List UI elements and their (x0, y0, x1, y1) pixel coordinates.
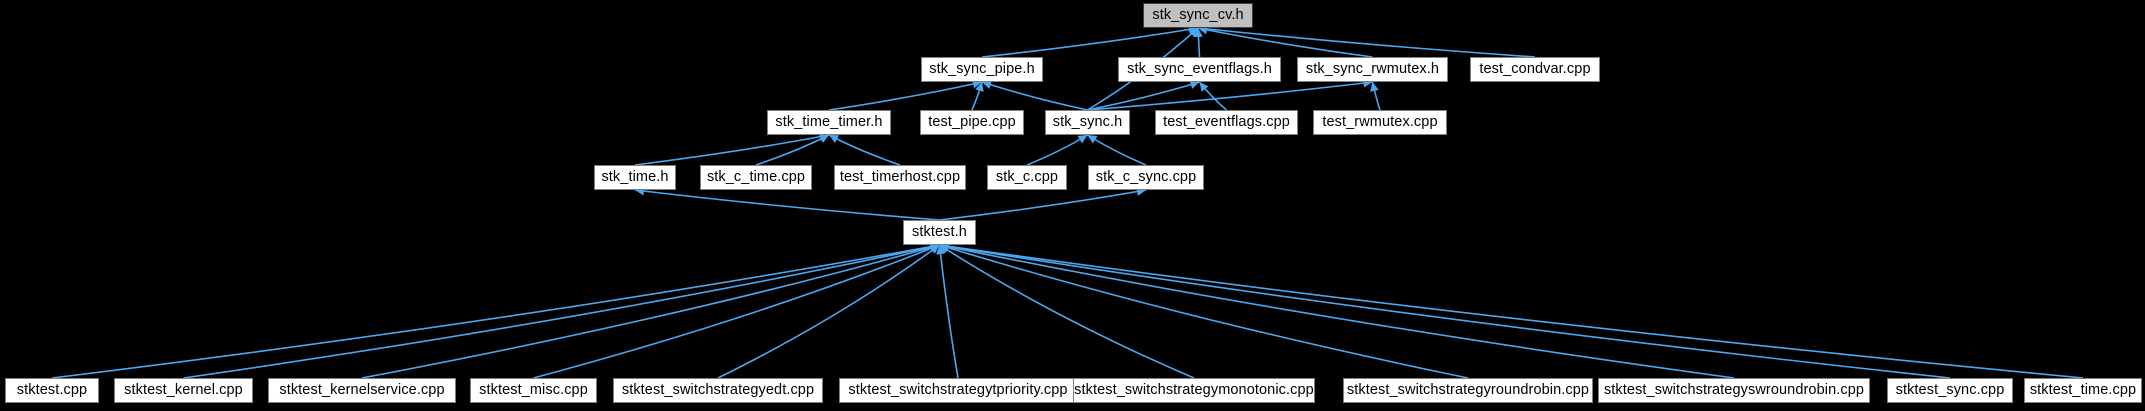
graph-node-label: stk_sync_eventflags.h (1127, 61, 1272, 78)
graph-edge (981, 27, 1199, 58)
graph-edge (755, 134, 830, 166)
graph-edge (828, 134, 901, 166)
graph-node-label: stk_sync.h (1052, 114, 1123, 131)
graph-node-test_condvar[interactable]: test_condvar.cpp (1470, 57, 1600, 82)
graph-edge (939, 244, 1195, 379)
graph-node-label: stktest_switchstrategyroundrobin.cpp (1346, 382, 1590, 399)
graph-edge-arrowhead (829, 135, 840, 144)
graph-node-stktest_h[interactable]: stktest.h (903, 220, 976, 245)
graph-node-stk_sync_rwmutex[interactable]: stk_sync_rwmutex.h (1297, 57, 1448, 82)
graph-node-label: stk_c_sync.cpp (1095, 169, 1197, 186)
graph-edge-arrowhead (1193, 28, 1203, 38)
graph-node-label: stktest_switchstrategymonotonic.cpp (1074, 382, 1314, 399)
graph-node-stk_sync_cv[interactable]: stk_sync_cv.h (1143, 3, 1253, 28)
graph-edge (634, 134, 830, 166)
graph-edge (1087, 81, 1200, 111)
graph-node-label: stk_sync_rwmutex.h (1305, 61, 1440, 78)
graph-edge (533, 244, 940, 379)
graph-edge (938, 244, 959, 379)
graph-node-label: stktest_misc.cpp (479, 382, 588, 399)
graph-node-label: test_rwmutex.cpp (1322, 114, 1438, 131)
graph-node-label: stktest_kernelservice.cpp (279, 382, 445, 399)
graph-node-label: stktest_switchstrategytpriority.cpp (848, 382, 1068, 399)
graph-edge-arrowhead (1077, 135, 1088, 144)
graph-edge (981, 81, 1088, 111)
graph-edge (51, 244, 940, 379)
graph-node-label: stk_sync_pipe.h (929, 61, 1035, 78)
graph-node-stktest_switchstrategyswroundrobin[interactable]: stktest_switchstrategyswroundrobin.cpp (1598, 378, 1870, 403)
graph-node-stk_sync[interactable]: stk_sync.h (1045, 110, 1130, 135)
graph-node-test_timerhost[interactable]: test_timerhost.cpp (834, 165, 966, 190)
graph-edge (1026, 134, 1088, 166)
graph-edge-arrowhead (818, 135, 829, 143)
graph-node-stk_c_time[interactable]: stk_c_time.cpp (700, 165, 812, 190)
graph-node-label: stk_sync_cv.h (1152, 7, 1244, 24)
graph-node-stktest_switchstrategytpriority[interactable]: stktest_switchstrategytpriority.cpp (839, 378, 1077, 403)
graph-node-stktest_sync[interactable]: stktest_sync.cpp (1887, 378, 2013, 403)
graph-node-label: test_condvar.cpp (1479, 61, 1591, 78)
graph-edge (1087, 81, 1373, 111)
graph-edge-arrowhead (1087, 135, 1098, 144)
graph-edge (939, 244, 2084, 379)
graph-edge (828, 81, 983, 111)
graph-node-stk_time[interactable]: stk_time.h (594, 165, 676, 190)
graph-edge (1197, 27, 1373, 58)
graph-edge (939, 244, 1951, 379)
graph-node-stk_sync_eventflags[interactable]: stk_sync_eventflags.h (1118, 57, 1281, 82)
graph-node-stktest_switchstrategymonotonic[interactable]: stktest_switchstrategymonotonic.cpp (1073, 378, 1315, 403)
graph-node-test_eventflags[interactable]: test_eventflags.cpp (1155, 110, 1298, 135)
graph-node-label: stktest.cpp (16, 382, 88, 399)
graph-node-label: stk_c_time.cpp (706, 169, 806, 186)
graph-edge (1087, 134, 1147, 166)
graph-node-test_pipe[interactable]: test_pipe.cpp (920, 110, 1024, 135)
graph-node-stktest_switchstrategyroundrobin[interactable]: stktest_switchstrategyroundrobin.cpp (1343, 378, 1593, 403)
graph-node-stktest_time[interactable]: stktest_time.cpp (2024, 378, 2142, 403)
graph-node-label: stktest_sync.cpp (1895, 382, 2005, 399)
graph-edge (939, 244, 1469, 379)
graph-node-label: stk_time_timer.h (775, 114, 883, 131)
graph-node-stk_sync_pipe[interactable]: stk_sync_pipe.h (921, 57, 1043, 82)
graph-node-label: test_eventflags.cpp (1163, 114, 1290, 131)
graph-edge (939, 244, 1735, 379)
graph-node-label: stktest_switchstrategyswroundrobin.cpp (1603, 382, 1865, 399)
graph-edge-arrowhead (939, 245, 950, 254)
graph-edge (634, 189, 940, 221)
graph-edge-arrowhead (936, 245, 945, 255)
graph-edge (1371, 81, 1381, 111)
graph-edge-arrowhead (1188, 28, 1198, 38)
graph-node-label: stk_c.cpp (995, 169, 1059, 186)
graph-node-stktest_kernelservice[interactable]: stktest_kernelservice.cpp (268, 378, 456, 403)
graph-edge (939, 189, 1147, 221)
graph-edge (717, 244, 940, 379)
graph-edge (1198, 81, 1228, 111)
graph-node-label: test_timerhost.cpp (839, 169, 961, 186)
graph-node-stktest_kernel[interactable]: stktest_kernel.cpp (114, 378, 253, 403)
graph-node-label: test_pipe.cpp (928, 114, 1016, 131)
graph-node-stktest_cpp[interactable]: stktest.cpp (5, 378, 99, 403)
graph-edge-arrowhead (929, 245, 940, 254)
graph-edge-arrowhead (975, 82, 984, 92)
graph-node-stktest_switchstrategyedt[interactable]: stktest_switchstrategyedt.cpp (613, 378, 823, 403)
graph-edge-arrowhead (1370, 82, 1379, 92)
graph-node-stk_c_sync[interactable]: stk_c_sync.cpp (1088, 165, 1204, 190)
graph-edge-arrowhead (929, 244, 940, 253)
graph-edge (1197, 27, 1536, 58)
graph-node-test_rwmutex[interactable]: test_rwmutex.cpp (1313, 110, 1447, 135)
graph-edge-arrowhead (1199, 82, 1209, 92)
graph-node-label: stktest.h (912, 224, 967, 241)
graph-edge (971, 81, 983, 111)
graph-node-label: stk_time.h (601, 169, 669, 186)
graph-node-label: stktest_time.cpp (2029, 382, 2137, 399)
graph-node-label: stktest_switchstrategyedt.cpp (621, 382, 815, 399)
graph-node-label: stktest_kernel.cpp (124, 382, 243, 399)
graph-node-stk_time_timer[interactable]: stk_time_timer.h (767, 110, 891, 135)
graph-edge (183, 244, 940, 379)
graph-edge (1197, 27, 1201, 58)
graph-node-stktest_misc[interactable]: stktest_misc.cpp (470, 378, 597, 403)
graph-edge (361, 244, 940, 379)
graph-node-stk_c[interactable]: stk_c.cpp (987, 165, 1067, 190)
